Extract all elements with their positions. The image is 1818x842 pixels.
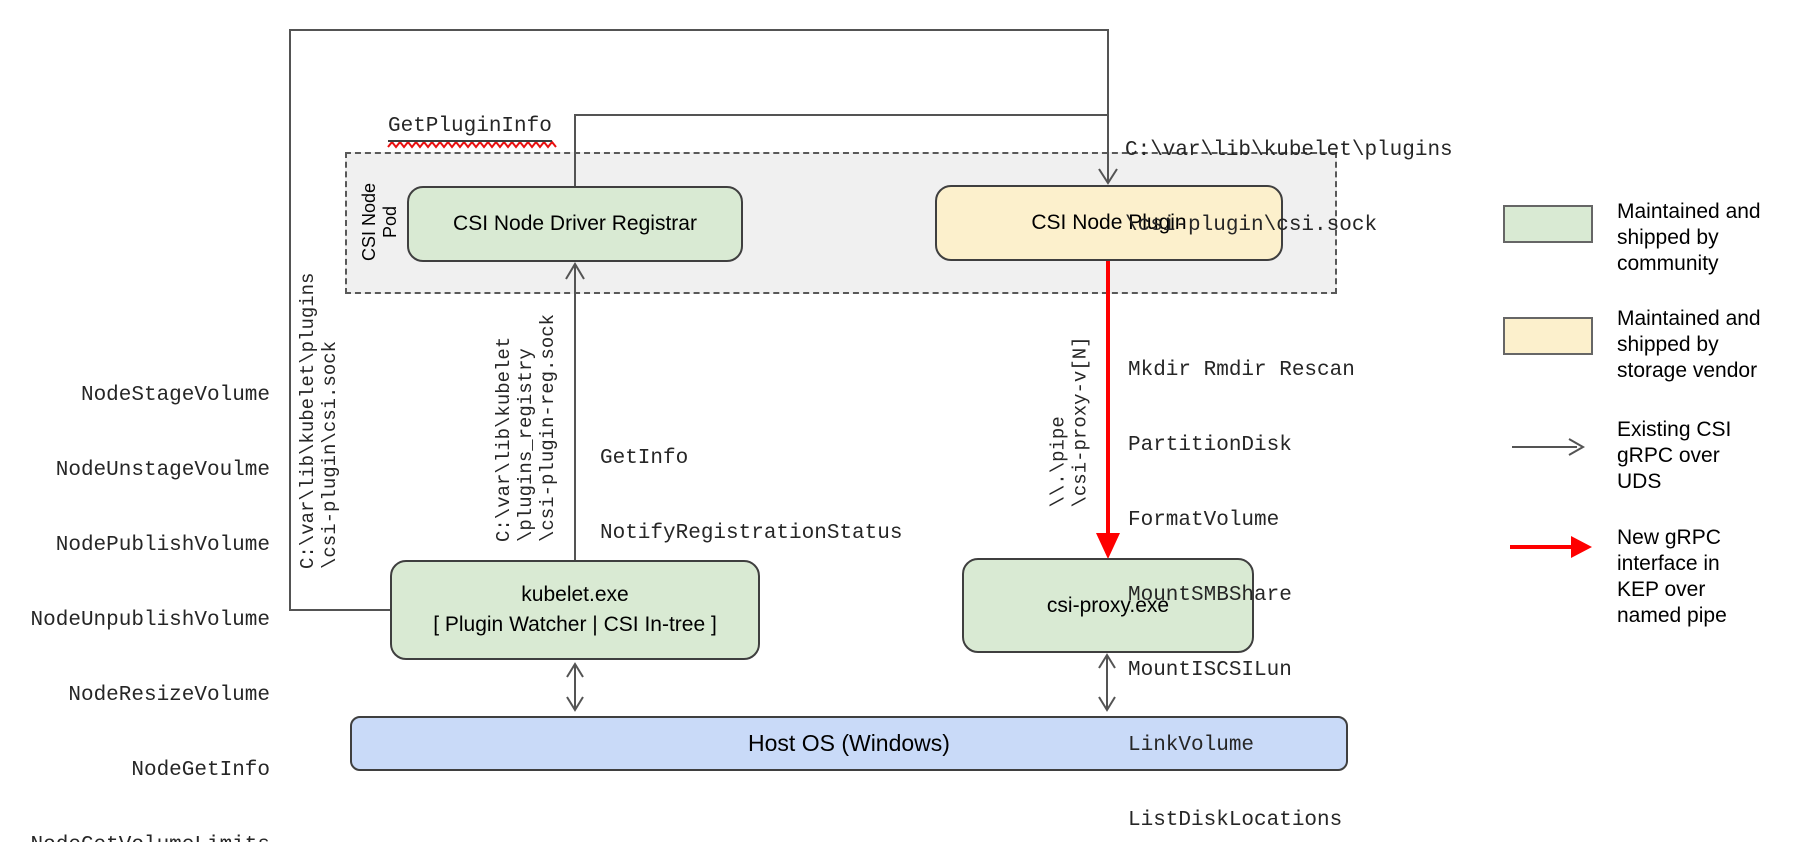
legend-vendor-swatch <box>1503 317 1593 355</box>
pipe-path-line: \csi-proxy-v[N] <box>1069 336 1092 508</box>
legend-text-line: UDS <box>1617 470 1662 493</box>
kubelet-plugin-socket-vertical-label: C:\var\lib\kubelet\plugins \csi-plugin\c… <box>297 269 341 569</box>
kubelet-label-line2: [ Plugin Watcher | CSI In-tree ] <box>433 613 717 636</box>
socket-path-line: C:\var\lib\kubelet <box>493 336 515 542</box>
kubelet-box: kubelet.exe [ Plugin Watcher | CSI In-tr… <box>390 560 760 660</box>
uds-kubelet-to-plugin-line <box>289 29 1109 611</box>
kubelet-label-line1: kubelet.exe <box>521 583 629 606</box>
csi-node-plugin-box: CSI Node Plugin <box>935 185 1283 261</box>
registration-call-item: NotifyRegistrationStatus <box>600 522 903 545</box>
node-call-item: NodeUnpublishVolume <box>30 609 270 632</box>
kubelet-hostos-up-arrowhead-icon <box>566 662 584 678</box>
node-call-item: NodePublishVolume <box>55 534 270 557</box>
getplugininfo-line <box>574 114 1108 186</box>
legend-red-arrowhead-icon <box>1571 536 1592 558</box>
kubelet-hostos-down-arrowhead-icon <box>566 696 584 712</box>
legend-community-swatch <box>1503 205 1593 243</box>
node-call-item: NodeGetVolumeLimits <box>30 833 270 842</box>
proxy-hostos-up-arrowhead-icon <box>1098 653 1116 669</box>
registration-calls-label: GetInfo NotifyRegistrationStatus <box>600 396 902 596</box>
legend-gray-arrowhead-icon <box>1568 438 1586 456</box>
legend-text-line: named pipe <box>1617 604 1727 627</box>
legend-vendor-text: Maintained and shipped by storage vendor <box>1617 306 1761 384</box>
node-call-item: NodeUnstageVoulme <box>55 459 270 482</box>
host-os-label: Host OS (Windows) <box>748 730 950 756</box>
getplugininfo-label: GetPluginInfo <box>388 116 552 142</box>
node-call-item: NodeGetInfo <box>131 759 270 782</box>
node-call-item: NodeStageVolume <box>80 384 270 407</box>
proxy-op-item: ListDiskLocations <box>1128 809 1343 832</box>
registrar-arrowhead-icon <box>565 262 585 280</box>
legend-text-line: New gRPC <box>1617 526 1721 549</box>
node-call-item: NodeResizeVolume <box>68 684 270 707</box>
named-pipe-arrowhead-icon <box>1096 533 1120 559</box>
csi-proxy-label: csi-proxy.exe <box>1046 593 1170 617</box>
proxy-op-item: Mkdir Rmdir Rescan <box>1128 359 1355 382</box>
uds-plugin-arrowhead-icon <box>1098 168 1118 185</box>
proxy-op-item: FormatVolume <box>1128 509 1280 532</box>
legend-text-line: gRPC over <box>1617 444 1720 467</box>
csi-node-driver-registrar-label: CSI Node Driver Registrar <box>453 212 697 235</box>
legend-text-line: Maintained and <box>1617 200 1761 223</box>
spellcheck-squiggle-icon <box>387 140 557 149</box>
legend-pipe-text: New gRPC interface in KEP over named pip… <box>1617 525 1727 629</box>
socket-path-line: C:\var\lib\kubelet\plugins <box>297 272 319 569</box>
registration-call-item: GetInfo <box>600 447 689 470</box>
socket-path-line: \csi-plugin\csi.sock <box>319 340 341 569</box>
proxy-op-item: PartitionDisk <box>1128 434 1292 457</box>
legend-community-text: Maintained and shipped by community <box>1617 199 1761 277</box>
csi-proxy-box: csi-proxy.exe <box>962 558 1254 653</box>
csi-node-pod-label: CSI Node Pod <box>359 182 400 262</box>
csi-node-driver-registrar-box: CSI Node Driver Registrar <box>407 186 743 262</box>
proxy-op-item: MountISCSILun <box>1128 659 1292 682</box>
registration-socket-vertical-label: C:\var\lib\kubelet \plugins_registry \cs… <box>493 312 559 542</box>
socket-path-line: C:\var\lib\kubelet\plugins <box>1125 139 1453 162</box>
proxy-op-item: MountSMBShare <box>1128 584 1292 607</box>
legend-text-line: storage vendor <box>1617 359 1758 382</box>
named-pipe-vertical-label: \\.\pipe \csi-proxy-v[N] <box>1047 333 1092 508</box>
legend-text-line: KEP over <box>1617 578 1706 601</box>
proxy-op-item: LinkVolume <box>1128 734 1255 757</box>
socket-path-line: \csi-plugin-reg.sock <box>537 313 559 542</box>
pipe-path-line: \\.\pipe <box>1047 416 1070 508</box>
legend-text-line: interface in <box>1617 552 1720 575</box>
proxy-ops-list: Mkdir Rmdir Rescan PartitionDisk FormatV… <box>1128 308 1355 842</box>
csi-node-plugin-label: CSI Node Plugin <box>1031 211 1187 234</box>
node-calls-list: NodeStageVolume NodeUnstageVoulme NodePu… <box>30 333 270 842</box>
socket-path-line: \csi-plugin\csi.sock <box>1125 214 1378 237</box>
legend-text-line: community <box>1617 252 1719 275</box>
host-os-box: Host OS (Windows) <box>350 716 1348 771</box>
socket-path-line: \plugins_registry <box>515 348 537 542</box>
legend-text-line: Existing CSI <box>1617 418 1732 441</box>
legend-text-line: Maintained and <box>1617 307 1761 330</box>
legend-text-line: shipped by <box>1617 333 1719 356</box>
proxy-hostos-down-arrowhead-icon <box>1098 696 1116 712</box>
kubelet-plugin-socket-label: C:\var\lib\kubelet\plugins \csi-plugin\c… <box>1125 88 1453 288</box>
legend-text-line: shipped by <box>1617 226 1719 249</box>
legend-uds-text: Existing CSI gRPC over UDS <box>1617 417 1731 495</box>
